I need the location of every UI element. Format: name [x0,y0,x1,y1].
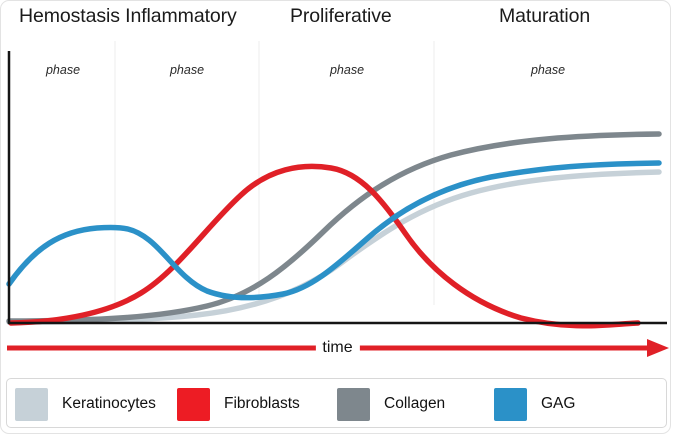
phase-sublabel-4: phase [530,63,566,77]
phase-divider-lines [114,41,435,305]
chart-plot-area [1,41,670,331]
time-axis-label: time [315,339,360,357]
series-line-keratinocytes [6,169,662,325]
series-line-gag [6,160,662,301]
legend-item-collagen[interactable]: Collagen [337,387,445,421]
time-axis: time [1,333,670,371]
chart-legend: Keratinocytes Fibroblasts Collagen GAG [6,378,667,428]
legend-item-keratinocytes[interactable]: Keratinocytes [15,387,156,421]
phase-title-maturation: Maturation [499,5,591,27]
phase-sublabel-1: phase [45,63,81,77]
legend-label-collagen: Collagen [384,395,446,412]
legend-swatch-fibroblasts [177,387,210,421]
phase-titles: Hemostasis Inflammatory Proliferative Ma… [1,5,670,37]
series-line-collagen [6,131,662,324]
legend-item-fibroblasts[interactable]: Fibroblasts [177,387,300,421]
phase-title-proliferative: Proliferative [290,5,392,27]
phase-sublabel-2: phase [169,63,205,77]
legend-swatch-collagen [337,387,370,421]
legend-item-gag[interactable]: GAG [494,387,575,421]
phase-sublabel-3: phase [329,63,365,77]
time-arrow-head [647,339,669,357]
legend-swatch-keratinocytes [15,387,48,421]
phase-title-hemostasis-inflammatory: Hemostasis Inflammatory [19,5,237,27]
legend-label-keratinocytes: Keratinocytes [62,395,156,412]
legend-label-fibroblasts: Fibroblasts [224,395,300,412]
series-line-fibroblasts [8,163,641,329]
legend-swatch-gag [494,387,527,421]
legend-label-gag: GAG [541,395,576,412]
